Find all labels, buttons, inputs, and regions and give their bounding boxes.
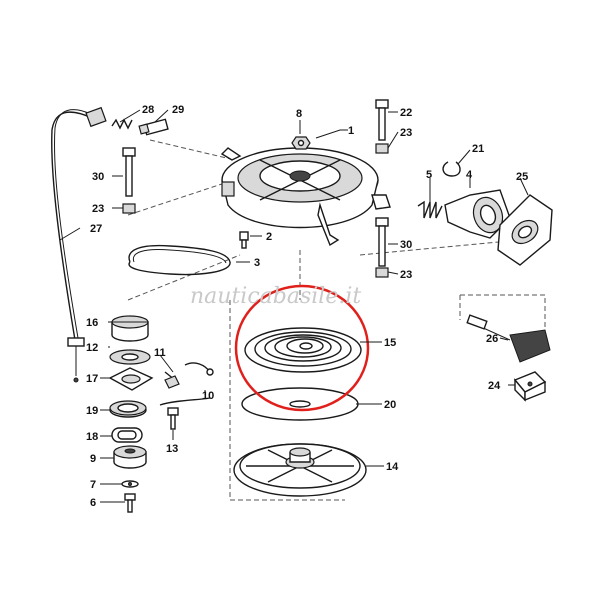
watermark-text: nauticabasile.it [190, 284, 361, 309]
label-part-29: 29 [172, 104, 184, 116]
label-part-24: 24 [488, 380, 501, 392]
part-27-cable [51, 106, 107, 383]
leader-lines [59, 109, 529, 503]
label-part-11: 11 [154, 347, 166, 359]
highlight-circle [234, 284, 370, 412]
part-2-screw [239, 231, 249, 249]
label-part-4: 4 [466, 169, 473, 181]
part-30-bolt-right [375, 217, 389, 267]
part-20-disc [241, 387, 359, 421]
part-22-bolt [375, 99, 389, 141]
label-part-13: 13 [166, 443, 178, 455]
part-28-spring [111, 118, 133, 130]
label-part-25: 25 [516, 171, 528, 183]
part-10-spring-link [159, 362, 214, 406]
label-part-19: 19 [86, 405, 98, 417]
part-labels: 1 2 3 4 5 6 7 8 9 10 11 12 13 14 15 16 1… [86, 104, 528, 509]
label-part-8: 8 [296, 108, 302, 120]
part-8-nut [291, 136, 311, 150]
part-11-link [164, 371, 180, 389]
part-13-pin [167, 407, 179, 430]
part-23-nut-right [375, 267, 389, 278]
part-7-washer [121, 480, 139, 488]
part-15-recoil-spring [244, 327, 362, 373]
part-18-gasket [111, 427, 143, 443]
part-1-housing [220, 147, 391, 247]
part-21-clip [442, 161, 461, 177]
label-part-30-left: 30 [92, 171, 104, 183]
part-14-pulley [233, 443, 367, 497]
label-part-22: 22 [400, 107, 412, 119]
label-part-17: 17 [86, 373, 98, 385]
label-part-30-right: 30 [400, 239, 412, 251]
label-part-27: 27 [90, 223, 102, 235]
label-part-7: 7 [90, 479, 96, 491]
part-5-spring [417, 200, 443, 219]
part-29-fitting [138, 118, 169, 136]
part-30-bolt-left [122, 147, 136, 197]
label-part-5: 5 [426, 169, 432, 181]
label-part-14: 14 [386, 461, 399, 473]
part-24-block [513, 371, 547, 402]
part-6-screw [124, 493, 136, 513]
label-part-23-top: 23 [400, 127, 412, 139]
label-part-12: 12 [86, 342, 98, 354]
part-23-nut-left [122, 203, 136, 214]
label-part-20: 20 [384, 399, 396, 411]
label-part-2: 2 [266, 231, 272, 243]
assembly-dashed-lines [127, 110, 546, 501]
label-part-9: 9 [90, 453, 96, 465]
part-4-handle [444, 189, 511, 239]
part-3-hose [128, 244, 231, 276]
label-part-23-left: 23 [92, 203, 104, 215]
label-part-16: 16 [86, 317, 98, 329]
part-19-ring [109, 400, 147, 418]
label-part-21: 21 [472, 143, 484, 155]
label-part-6: 6 [90, 497, 96, 509]
label-part-1: 1 [348, 125, 354, 137]
label-part-26: 26 [486, 333, 498, 345]
part-12-washer [109, 349, 151, 365]
label-part-23-right: 23 [400, 269, 412, 281]
label-part-15: 15 [384, 337, 396, 349]
part-16-cup [111, 315, 149, 342]
part-25-plate [497, 194, 553, 266]
part-26-grip [466, 314, 551, 363]
part-9-pulley-hub [113, 445, 147, 469]
label-part-18: 18 [86, 431, 98, 443]
part-23-nut-top [375, 143, 389, 154]
label-part-10: 10 [202, 390, 214, 402]
label-part-28: 28 [142, 104, 154, 116]
part-17-plate [108, 367, 154, 391]
label-part-3: 3 [254, 257, 260, 269]
